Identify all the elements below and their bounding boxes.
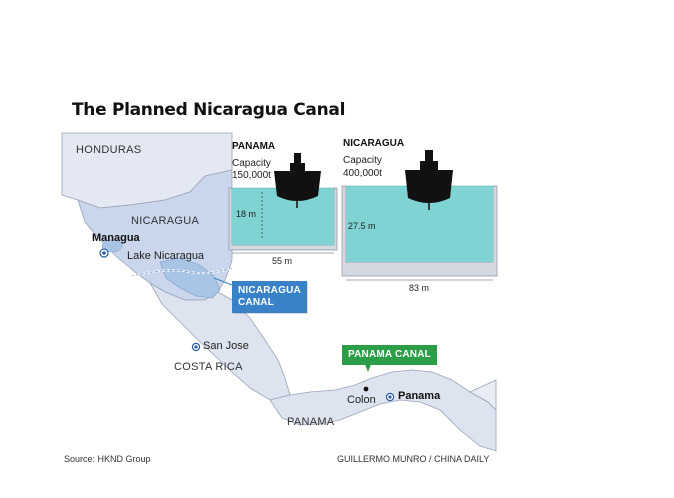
san-jose-marker-icon [191,342,201,352]
nicaragua-canal-callout-line1: NICARAGUA [238,285,301,296]
panama-capacity-value: 150,000t [232,170,271,181]
label-managua: Managua [92,232,140,244]
label-nicaragua: NICARAGUA [131,215,200,227]
label-colon: Colon [347,394,376,406]
panama-land [269,369,497,452]
colon-marker-icon [363,386,369,392]
lake-managua [101,239,123,253]
label-panama-city: Panama [398,390,441,402]
colombia-land [469,379,497,411]
panama-depth-label: 18 m [236,209,257,219]
nicaragua-canal-route-edge [131,267,233,277]
nicaragua-canal-callout-line2: CANAL [238,297,274,308]
nicaragua-canal-leader [213,277,233,286]
nicaragua-depth-label: 27.5 m [348,221,376,231]
costa-rica-land [148,281,291,401]
label-costa-rica: COSTA RICA [174,361,243,373]
source-note: Source: HKND Group [64,454,151,464]
panama-ship-icon [274,153,321,208]
credit-note: GUILLERMO MUNRO / CHINA DAILY [337,454,490,464]
panama-canal-callout: PANAMA CANAL [342,345,437,365]
label-san-jose: San Jose [203,340,249,352]
panama-city-marker-icon [385,392,395,402]
nicaragua-capacity-value: 400,000t [343,168,382,179]
label-panama-country: PANAMA [287,416,335,428]
map-title: The Planned Nicaragua Canal [72,100,346,120]
panama-capacity-label: Capacity [232,158,271,169]
label-lake-nicaragua: Lake Nicaragua [127,250,205,262]
panama-lock-diagram [228,153,338,254]
label-honduras: HONDURAS [76,144,142,156]
nicaragua-ship-icon [405,150,453,210]
managua-marker-icon [99,248,109,258]
nicaragua-capacity-label: Capacity [343,155,382,166]
panama-panel-title: PANAMA [232,141,276,152]
nicaragua-lock-diagram [341,150,498,281]
panama-width-label: 55 m [272,256,293,266]
nicaragua-width-label: 83 m [409,283,430,293]
nicaragua-panel-title: NICARAGUA [343,138,405,149]
nicaragua-canal-callout: NICARAGUA CANAL [232,281,307,313]
lake-nicaragua [159,257,221,299]
